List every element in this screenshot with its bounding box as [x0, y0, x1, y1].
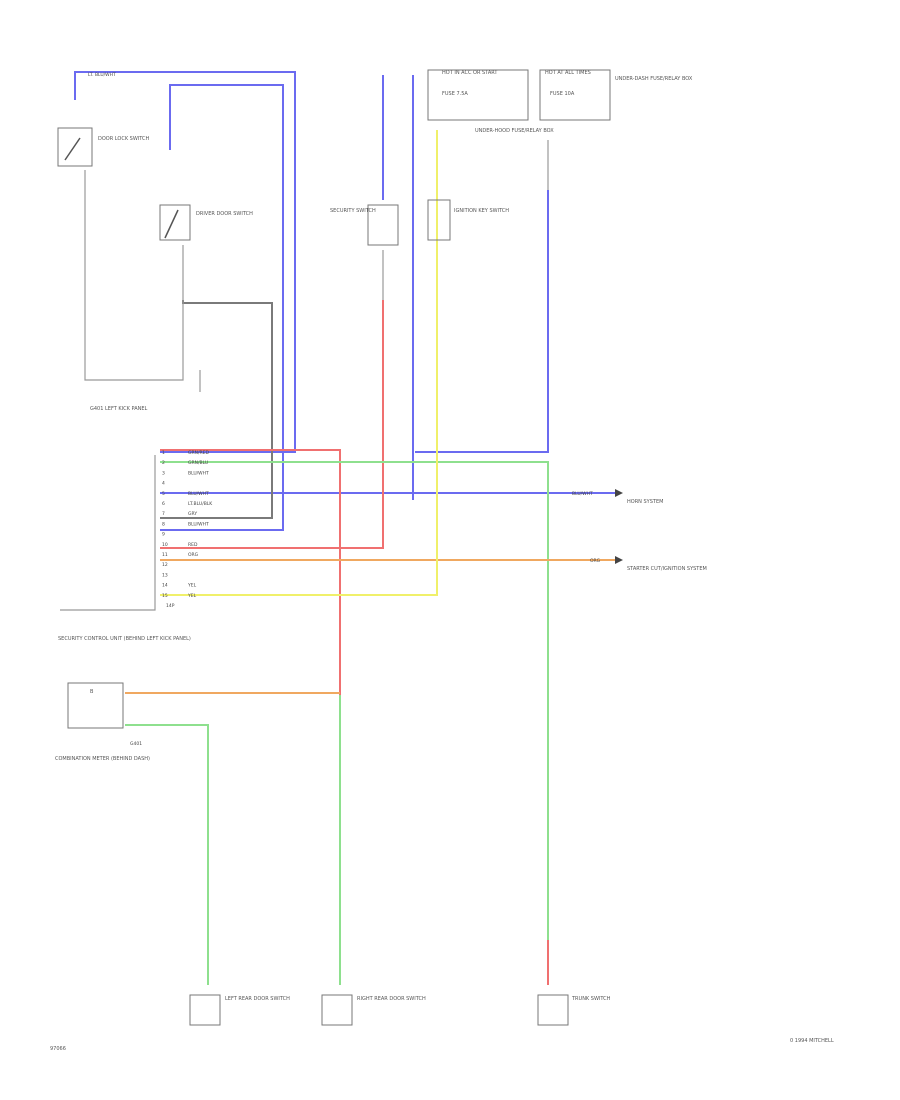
- combination-meter-label: COMBINATION METER (BEHIND DASH): [55, 756, 150, 762]
- wire-red: [160, 300, 549, 985]
- trunk-switch-body: [537, 994, 569, 1026]
- fuse-b-label: FUSE 10A: [550, 91, 575, 97]
- control-unit-pin-wire-label: BLU/WHT: [188, 521, 209, 527]
- diagram-code-right: 0 1994 MITCHELL: [790, 1038, 834, 1044]
- wire-yellow: [160, 130, 438, 596]
- wire-black-lines: [60, 140, 549, 611]
- control-unit-pin-number: 2: [162, 460, 165, 466]
- diagram-code-left: 97066: [50, 1046, 66, 1052]
- control-unit-pin-number: 10: [162, 542, 168, 548]
- ignition-key-switch-body: [427, 199, 451, 241]
- combination-meter-box-label: B: [90, 689, 94, 695]
- wire-green: [125, 461, 549, 985]
- control-unit-pin-number: 7: [162, 511, 165, 517]
- starter-system-label: STARTER CUT/IGNITION SYSTEM: [627, 566, 707, 572]
- fuse-box-batt: [539, 69, 611, 121]
- wire-orange: [125, 559, 615, 694]
- trunk-switch-label: TRUNK SWITCH: [571, 996, 611, 1002]
- left-rear-door-switch-label: LEFT REAR DOOR SWITCH: [225, 996, 290, 1002]
- control-unit-pin-number: 6: [162, 501, 165, 507]
- control-unit-pin-wire-label: GRN/RED: [188, 450, 209, 456]
- door-lock-switch-contact: [64, 137, 81, 161]
- fuse-a-label: FUSE 7.5A: [442, 91, 468, 97]
- control-unit-pin-wire-label: YEL: [187, 593, 197, 599]
- control-unit-pin-number: 3: [162, 470, 165, 476]
- wire-blue-top: [74, 71, 615, 531]
- horn-system-label: HORN SYSTEM: [627, 499, 663, 505]
- control-unit-pin-number: 11: [162, 552, 168, 558]
- fuse-box-acc: [427, 69, 529, 121]
- control-unit-pin-wire-label: BLU/WHT: [188, 491, 209, 497]
- combination-meter-gnd: G401: [130, 741, 142, 747]
- control-unit-pin-wire-label: GRY: [188, 511, 197, 517]
- control-unit-pin-number: 5: [162, 491, 165, 497]
- fuse-box-acc-title: HOT IN ACC OR START: [442, 70, 498, 76]
- control-unit-pin-number: 8: [162, 521, 165, 527]
- control-unit-pin-number: 1: [162, 450, 165, 456]
- control-unit-pin-wire-label: LT.BLU/BLK: [188, 501, 213, 507]
- starter-wire-label: ORG: [590, 558, 601, 564]
- horn-wire-label: BLU/WHT: [572, 491, 593, 497]
- ground-label: G401 LEFT KICK PANEL: [90, 406, 148, 412]
- control-unit-label: SECURITY CONTROL UNIT (BEHIND LEFT KICK …: [58, 636, 191, 642]
- underhood-note: UNDER-HOOD FUSE/RELAY BOX: [475, 128, 554, 134]
- control-unit-pin-wire-label: ORG: [188, 552, 199, 558]
- control-unit-plug: 14P: [166, 603, 175, 609]
- fuse-box-batt-title: HOT AT ALL TIMES: [545, 70, 591, 76]
- door-lock-switch-body: [57, 127, 93, 167]
- security-switch-body: [367, 204, 399, 246]
- control-unit-pin-number: 9: [162, 532, 165, 538]
- control-unit-pin-number: 14: [162, 583, 168, 589]
- right-rear-door-switch-body: [321, 994, 353, 1026]
- driver-door-switch-contact: [164, 209, 179, 239]
- control-unit-pin-number: 12: [162, 562, 168, 568]
- wire-gray: [160, 300, 273, 519]
- control-unit-pin-number: 13: [162, 572, 168, 578]
- control-unit-pin-wire-label: GRN/BLU: [188, 460, 208, 466]
- driver-door-switch-body: [159, 204, 191, 241]
- ignition-key-switch-label: IGNITION KEY SWITCH: [454, 208, 509, 214]
- combination-meter-body: [67, 682, 124, 729]
- control-unit-pin-number: 15: [162, 593, 168, 599]
- left-rear-door-switch-body: [189, 994, 221, 1026]
- right-rear-door-switch-label: RIGHT REAR DOOR SWITCH: [357, 996, 426, 1002]
- arrow-starter: [615, 556, 623, 564]
- security-switch-label: SECURITY SWITCH: [330, 208, 376, 214]
- control-unit-pin-wire-label: RED: [188, 542, 198, 548]
- control-unit-pin-wire-label: BLU/WHT: [188, 470, 209, 476]
- top-wire-label: LT. BLU/WHT: [88, 72, 116, 78]
- door-lock-switch-label: DOOR LOCK SWITCH: [98, 136, 150, 142]
- driver-door-switch-label: DRIVER DOOR SWITCH: [196, 211, 253, 217]
- fuse-box-note: UNDER-DASH FUSE/RELAY BOX: [615, 76, 693, 82]
- control-unit-pin-number: 4: [162, 481, 165, 487]
- arrow-horn: [615, 489, 623, 497]
- control-unit-pin-wire-label: YEL: [187, 583, 197, 589]
